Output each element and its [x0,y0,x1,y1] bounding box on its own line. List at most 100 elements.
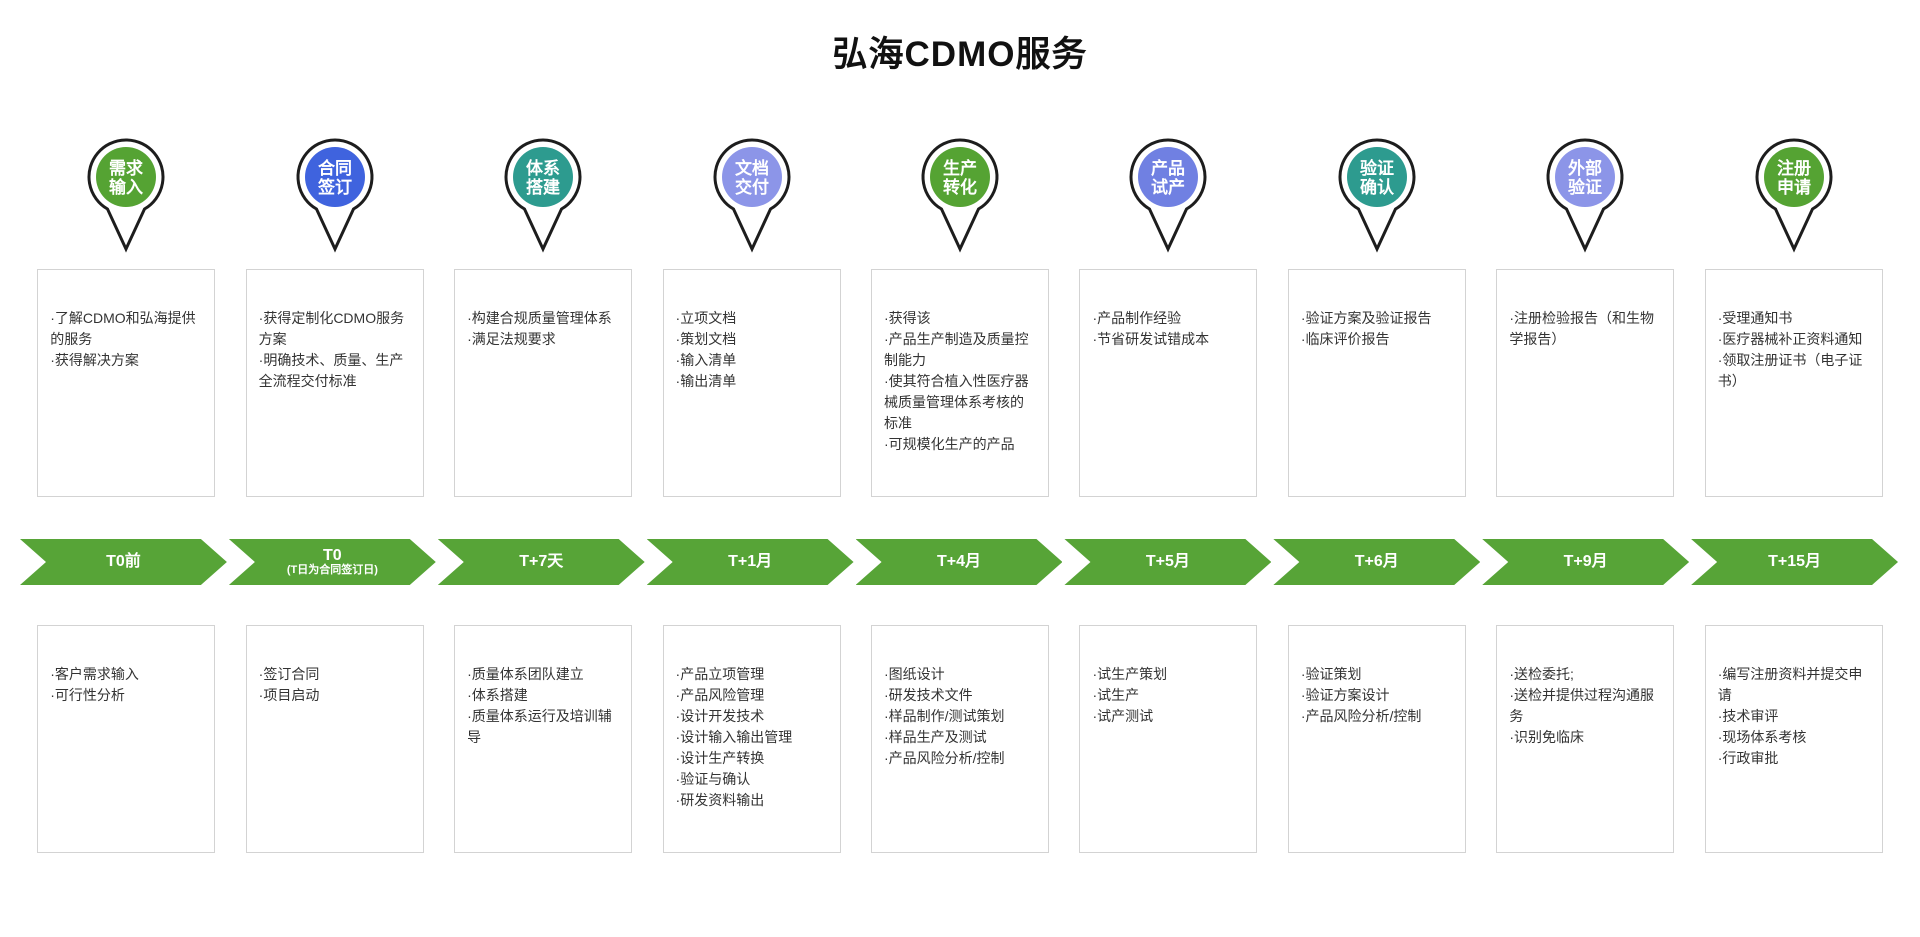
svg-text:需求输入: 需求输入 [109,158,143,197]
pin-registration-application: 注册申请 [1690,131,1898,257]
timeline-label: T+15月 [1768,553,1822,571]
activities-box-system-setup: ·质量体系团队建立·体系搭建·质量体系运行及培训辅导 [454,625,633,853]
activities-box-product-pilot: ·试生产策划 ·试生产 ·试产测试 [1079,625,1258,853]
bullet-item: ·图纸设计 [883,666,945,682]
pin-demand-input: 需求输入 [22,131,230,257]
timeline-arrow-verification-confirmation: T+6月 [1273,539,1480,585]
bullet-item: ·质量体系运行及培训辅导 [467,708,612,745]
location-pin-icon: 产品试产 [1129,138,1207,253]
bullet-item: ·获得该 [883,310,931,326]
bullet-item: ·产品生产制造及质量控制能力 [883,331,1029,368]
pin-verification-confirmation: 验证确认 [1273,131,1481,257]
activities-box-verification-confirmation: ·验证策划·验证方案设计·产品风险分析/控制 [1287,625,1466,853]
activities-box-document-delivery: ·产品立项管理 ·产品风险管理 ·设计开发技术 ·设计输入输出管理 ·设计生产转换 ·验证… [662,625,841,853]
timeline-arrow-system-setup: T+7天 [438,539,645,585]
bullet-item: ·产品风险管理 [675,687,765,703]
bullet-item: ·医疗器械补正资料通知 [1717,331,1863,347]
bullet-item: ·送检委托; [1509,666,1574,682]
location-pin-icon: 体系搭建 [504,138,582,253]
bullet-item: ·试产测试 [1092,708,1154,724]
bullet-item: ·客户需求输入 [50,666,139,682]
svg-text:产品试产: 产品试产 [1151,158,1185,197]
location-pin-icon: 外部验证 [1546,138,1624,253]
timeline-label: T+4月 [936,553,982,571]
pin-external-verification: 外部验证 [1481,131,1689,257]
timeline-arrow-document-delivery: T+1月 [647,539,854,585]
bullet-item: ·获得定制化CDMO服务方案 [258,310,405,347]
bullet-item: ·输入清单 [675,352,737,368]
timeline-arrow-demand-input: T0前 [20,539,227,585]
location-pin-icon: 需求输入 [87,138,165,253]
bullet-item: ·了解CDMO和弘海提供的服务 [50,310,196,347]
bullet-item: ·节省研发试错成本 [1092,331,1210,347]
pin-document-delivery: 文档交付 [647,131,855,257]
bullet-item: ·验证与确认 [675,771,751,787]
timeline-arrow-production-transfer: T+4月 [856,539,1063,585]
bullet-item: ·现场体系考核 [1717,729,1807,745]
bullet-item: ·送检并提供过程沟通服务 [1509,687,1654,724]
activities-box-demand-input: ·客户需求输入 ·可行性分析 [37,625,216,853]
bullet-item: ·验证方案及验证报告 [1300,310,1432,326]
svg-text:外部验证: 外部验证 [1568,158,1602,197]
timeline-label: T0前 [106,553,141,571]
timeline-label: T+7天 [519,553,564,571]
location-pin-icon: 生产转化 [921,138,999,253]
bullet-item: ·设计生产转换 [675,750,765,766]
pin-product-pilot: 产品试产 [1064,131,1272,257]
bullet-item: ·产品立项管理 [675,666,765,682]
activities-box-production-transfer: ·图纸设计·研发技术文件·样品制作/测试策划·样品生产及测试·产品风险分析/控制 [870,625,1049,853]
activities-box-external-verification: ·送检委托;·送检并提供过程沟通服务·识别免临床 [1496,625,1675,853]
bullet-item: ·设计开发技术 [675,708,765,724]
deliverables-box-contract-signing: ·获得定制化CDMO服务方案·明确技术、质量、生产全流程交付标准 [245,269,424,497]
bullet-item: ·满足法规要求 [467,331,556,347]
timeline-label: T0 [323,546,342,564]
activities-row: ·客户需求输入 ·可行性分析 ·签订合同·项目启动 ·质量体系团队建立·体系搭建·… [0,625,1920,853]
svg-text:合同签订: 合同签订 [317,158,352,197]
svg-text:文档交付: 文档交付 [735,158,769,197]
timeline-arrow-product-pilot: T+5月 [1064,539,1271,585]
svg-text:验证确认: 验证确认 [1360,158,1395,197]
bullet-item: ·项目启动 [258,687,320,703]
timeline-arrow-contract-signing: T0 (T日为合同签订日) [229,539,436,585]
bullet-item: ·策划文档 [675,331,737,347]
deliverables-box-demand-input: ·了解CDMO和弘海提供的服务 ·获得解决方案 [37,269,216,497]
bullet-item: ·设计输入输出管理 [675,729,793,745]
timeline-sublabel: (T日为合同签订日) [286,564,378,577]
bullet-item: ·验证策划 [1300,666,1362,682]
timeline-label: T+1月 [728,553,773,571]
deliverables-box-external-verification: ·注册检验报告（和生物学报告） [1496,269,1675,497]
deliverables-box-document-delivery: ·立项文档·策划文档·输入清单·输出清单 [662,269,841,497]
deliverables-box-system-setup: ·构建合规质量管理体系 ·满足法规要求 [454,269,633,497]
bullet-item: ·可行性分析 [50,687,125,703]
pin-system-setup: 体系搭建 [439,131,647,257]
bullet-item: ·试生产 [1092,687,1140,703]
bullet-item: ·研发资料输出 [675,792,765,808]
bullet-item: ·受理通知书 [1717,310,1793,326]
location-pin-icon: 文档交付 [713,138,791,253]
deliverables-box-production-transfer: ·获得该·产品生产制造及质量控制能力·使其符合植入性医疗器械质量管理体系考核的标… [870,269,1049,497]
activities-box-contract-signing: ·签订合同·项目启动 [245,625,424,853]
timeline-arrow-registration-application: T+15月 [1691,539,1898,585]
bullet-item: ·验证方案设计 [1300,687,1390,703]
bullet-item: ·输出清单 [675,373,737,389]
deliverables-box-verification-confirmation: ·验证方案及验证报告 ·临床评价报告 [1287,269,1466,497]
bullet-item: ·领取注册证书（电子证书） [1717,352,1863,389]
bullet-item: ·试生产策划 [1092,666,1168,682]
bullet-item: ·构建合规质量管理体系 [467,310,612,326]
bullet-item: ·样品制作/测试策划 [883,708,1005,724]
timeline: T0前 T0 (T日为合同签订日) T+7天 T+1月 T+4月 T+5月 T+… [20,539,1900,585]
deliverables-row: ·了解CDMO和弘海提供的服务 ·获得解决方案 ·获得定制化CDMO服务方案·明确… [0,269,1920,497]
location-pin-icon: 验证确认 [1338,138,1416,253]
pin-production-transfer: 生产转化 [856,131,1064,257]
svg-text:注册申请: 注册申请 [1777,158,1811,197]
pin-contract-signing: 合同签订 [230,131,438,257]
bullet-item: ·获得解决方案 [50,352,139,368]
timeline-label: T+9月 [1563,553,1608,571]
deliverables-box-registration-application: ·受理通知书 ·医疗器械补正资料通知 ·领取注册证书（电子证书） [1704,269,1883,497]
stage-pins-row: 需求输入 合同签订 体系搭建 文档交付 生产转化 [0,131,1920,257]
bullet-item: ·临床评价报告 [1300,331,1390,347]
svg-text:生产转化: 生产转化 [943,158,977,197]
page-title: 弘海CDMO服务 [832,35,1088,74]
bullet-item: ·研发技术文件 [883,687,973,703]
bullet-item: ·技术审评 [1717,708,1779,724]
